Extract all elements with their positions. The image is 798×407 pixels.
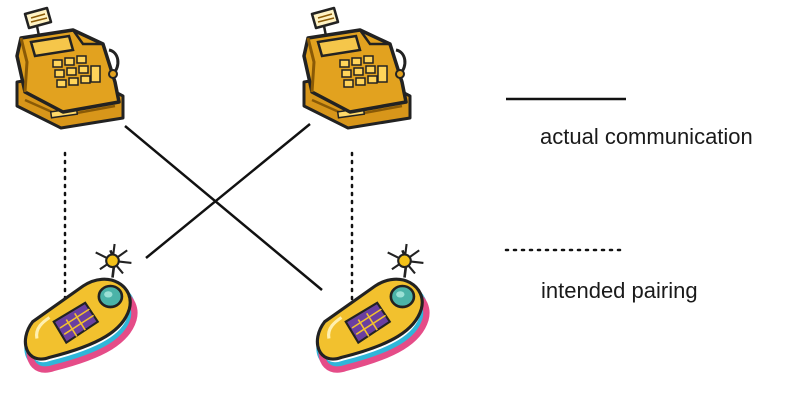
legend-actual-label: actual communication xyxy=(540,124,753,149)
mobile-phone-icon xyxy=(25,244,134,370)
mobile-phone-icon xyxy=(317,244,426,370)
actual-communication-line-1 xyxy=(124,125,323,291)
cash-register-icon xyxy=(15,6,125,130)
actual-communication-line-2 xyxy=(145,123,311,259)
cash-register-icon xyxy=(302,6,412,130)
legend-intended-label: intended pairing xyxy=(541,278,698,303)
